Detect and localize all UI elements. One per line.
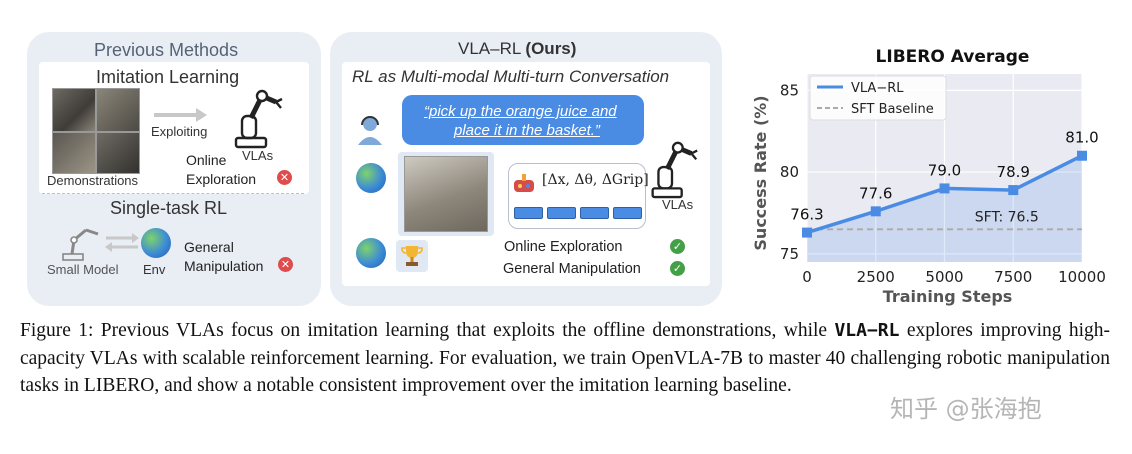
- exchange-arrows-icon: [105, 233, 139, 252]
- online-exploration-label: Online Exploration: [504, 239, 623, 255]
- y-tick-label: 85: [780, 81, 799, 99]
- chart-title: LIBERO Average: [876, 47, 1030, 67]
- x-tick-label: 5000: [925, 268, 963, 286]
- instruction-bubble: “pick up the orange juice and place it i…: [402, 95, 644, 145]
- area-fill: [807, 155, 1082, 262]
- check-icon: ✓: [670, 261, 685, 276]
- caption-text-1: Figure 1: Previous VLAs focus on imitati…: [20, 320, 835, 341]
- trophy-icon: [401, 246, 423, 266]
- globe-icon: [356, 163, 386, 193]
- robot-arm-icon: [234, 89, 283, 149]
- vlas-label: VLAs: [662, 197, 694, 212]
- data-label: 77.6: [859, 184, 892, 202]
- demo-image: [96, 132, 140, 174]
- general-manipulation-label: General Manipulation: [503, 261, 641, 277]
- trophy-frame: [396, 240, 428, 272]
- x-axis-label: Training Steps: [883, 287, 1013, 306]
- figure-caption: Figure 1: Previous VLAs focus on imitati…: [20, 317, 1110, 400]
- token-block: [613, 207, 642, 219]
- demo-image: [52, 88, 96, 132]
- y-tick-label: 75: [780, 245, 799, 263]
- legend-box: [809, 75, 947, 121]
- x-tick-label: 2500: [857, 268, 895, 286]
- small-model-label: Small Model: [47, 262, 119, 277]
- general-label: General: [184, 239, 234, 255]
- x-tick-label: 0: [802, 268, 812, 286]
- data-label: 76.3: [790, 206, 823, 224]
- small-robot-icon: [62, 228, 99, 261]
- legend-label: VLA−RL: [851, 81, 904, 96]
- data-point: [870, 206, 881, 217]
- cross-icon: ✕: [277, 170, 292, 185]
- exploration-label: Exploration: [186, 171, 257, 187]
- caption-text-2: explores improving high-capacity VLAs wi…: [20, 320, 1111, 396]
- y-tick-label: 80: [780, 163, 799, 181]
- data-label: 79.0: [928, 161, 961, 179]
- data-point: [939, 183, 950, 194]
- cross-icon: ✕: [278, 257, 293, 272]
- single-task-rl-title: Single-task RL: [110, 198, 228, 218]
- vla-rl-name: VLA–RL: [458, 39, 521, 58]
- manipulation-label: Manipulation: [184, 258, 264, 274]
- vla-rl-subtitle: RL as Multi-modal Multi-turn Conversatio…: [352, 67, 670, 86]
- instruction-line2: place it in the basket.”: [454, 122, 600, 139]
- exploiting-label: Exploiting: [151, 124, 208, 139]
- imitation-learning-title: Imitation Learning: [96, 67, 240, 87]
- check-icon: ✓: [670, 239, 685, 254]
- ours-label: (Ours): [525, 39, 577, 58]
- robot-arm-icon: [651, 141, 698, 199]
- vlas-label: VLAs: [242, 148, 274, 163]
- globe-icon: [356, 238, 386, 268]
- env-label: Env: [143, 262, 166, 277]
- vla-rl-title: VLA–RL (Ours): [458, 39, 576, 59]
- token-block: [547, 207, 576, 219]
- data-label: 78.9: [997, 163, 1030, 181]
- globe-icon: [141, 228, 171, 258]
- online-label: Online: [186, 152, 227, 168]
- caption-method: VLA−RL: [834, 320, 900, 341]
- baseline-label: SFT: 76.5: [975, 209, 1039, 225]
- legend-label: SFT Baseline: [851, 102, 934, 117]
- demonstrations-label: Demonstrations: [47, 173, 139, 188]
- data-point: [1008, 185, 1019, 196]
- user-icon: [358, 116, 382, 145]
- divider: [42, 193, 304, 194]
- demo-image: [96, 88, 140, 132]
- data-label: 81.0: [1065, 129, 1098, 147]
- x-tick-label: 10000: [1058, 268, 1106, 286]
- token-block: [580, 207, 609, 219]
- instruction-line1: “pick up the orange juice and: [424, 103, 617, 120]
- y-axis-label: Success Rate (%): [751, 95, 770, 250]
- data-point: [802, 227, 812, 238]
- exploit-arrow-icon: [154, 108, 207, 122]
- demo-image: [52, 132, 96, 174]
- watermark: 知乎 @张海抱: [890, 395, 1042, 423]
- x-tick-label: 7500: [994, 268, 1032, 286]
- gamepad-icon: [514, 174, 534, 192]
- previous-methods-title: Previous Methods: [94, 40, 239, 60]
- libero-chart: SFT: 76.5 76.3 77.6 79.0 78.9 81.0 0 2500 5000 75…: [751, 47, 1106, 306]
- token-block: [514, 207, 543, 219]
- data-point: [1077, 150, 1087, 161]
- observation-image: [404, 156, 488, 232]
- action-tokens: [Δx, Δθ, ΔGrip]: [542, 172, 649, 188]
